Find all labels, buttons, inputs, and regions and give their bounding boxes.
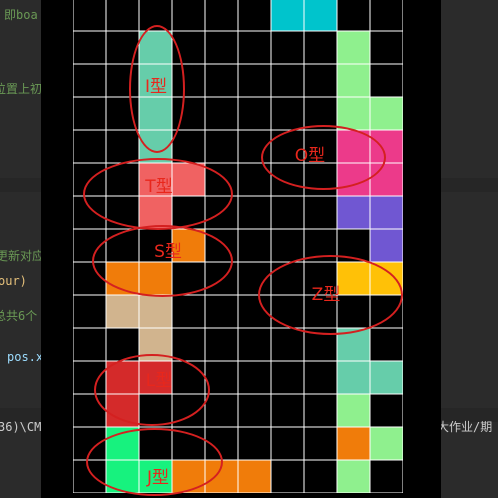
terminal-line: 大作业/期 [441,420,493,434]
empty-cell [370,460,403,493]
empty-cell [205,295,238,328]
block-cell [370,97,403,130]
block-cell [271,0,304,31]
code-line: pos.x [7,350,41,364]
code-editor-left: 即boa 位置上初 更新对应 our) 总共6个 pos.x 36)\CM [0,0,41,498]
block-cell [337,394,370,427]
empty-cell [271,361,304,394]
empty-cell [205,361,238,394]
empty-cell [73,97,106,130]
code-line: 位置上初 [0,82,41,96]
empty-cell [73,130,106,163]
annotation-ellipse [129,25,185,153]
empty-cell [205,0,238,31]
block-cell [106,295,139,328]
empty-cell [205,64,238,97]
empty-cell [304,361,337,394]
editor-divider [0,178,41,192]
empty-cell [271,229,304,262]
empty-cell [304,394,337,427]
block-cell [139,295,172,328]
empty-cell [238,31,271,64]
empty-cell [271,31,304,64]
block-cell [337,97,370,130]
empty-cell [73,64,106,97]
block-cell [238,460,271,493]
empty-cell [172,328,205,361]
empty-cell [238,427,271,460]
empty-cell [205,31,238,64]
empty-cell [271,394,304,427]
empty-cell [106,130,139,163]
empty-cell [73,31,106,64]
empty-cell [271,427,304,460]
terminal-divider [0,408,41,422]
empty-cell [370,31,403,64]
empty-cell [205,130,238,163]
block-cell [337,460,370,493]
empty-cell [304,97,337,130]
block-cell [337,361,370,394]
code-line: 总共6个 [0,309,38,323]
tetris-game-window[interactable]: I型 T型 S型 L型 J型 O型 Z型 [41,0,441,498]
annotation-ellipse [258,255,403,335]
empty-cell [370,64,403,97]
empty-cell [238,0,271,31]
block-cell [370,229,403,262]
block-cell [304,0,337,31]
empty-cell [271,328,304,361]
empty-cell [238,229,271,262]
empty-cell [172,295,205,328]
empty-cell [304,64,337,97]
empty-cell [205,328,238,361]
empty-cell [238,394,271,427]
code-line: our) [0,274,27,288]
block-cell [337,31,370,64]
empty-cell [304,427,337,460]
empty-cell [172,0,205,31]
empty-cell [73,295,106,328]
annotation-ellipse [86,428,223,496]
empty-cell [370,0,403,31]
code-line: 即boa [4,8,38,22]
terminal-line: 36)\CM [0,420,41,434]
empty-cell [271,196,304,229]
empty-cell [370,328,403,361]
annotation-ellipse [83,158,233,230]
empty-cell [238,328,271,361]
code-line: 更新对应 [0,249,41,263]
block-cell [370,361,403,394]
empty-cell [205,394,238,427]
empty-cell [238,361,271,394]
block-cell [370,427,403,460]
editor-divider [441,178,498,192]
terminal-divider [441,408,498,422]
empty-cell [73,328,106,361]
empty-cell [304,460,337,493]
empty-cell [205,97,238,130]
empty-cell [304,196,337,229]
empty-cell [106,0,139,31]
empty-cell [238,64,271,97]
block-cell [337,64,370,97]
code-editor-right: 大作业/期 [441,0,498,498]
empty-cell [271,97,304,130]
empty-cell [172,130,205,163]
empty-cell [238,97,271,130]
block-cell [370,196,403,229]
empty-cell [73,0,106,31]
empty-cell [370,394,403,427]
block-cell [337,427,370,460]
empty-cell [304,31,337,64]
empty-cell [271,460,304,493]
annotation-ellipse [94,354,210,426]
annotation-ellipse [92,225,233,297]
empty-cell [337,0,370,31]
empty-cell [271,64,304,97]
block-cell [337,196,370,229]
empty-cell [238,196,271,229]
annotation-ellipse [261,125,386,190]
